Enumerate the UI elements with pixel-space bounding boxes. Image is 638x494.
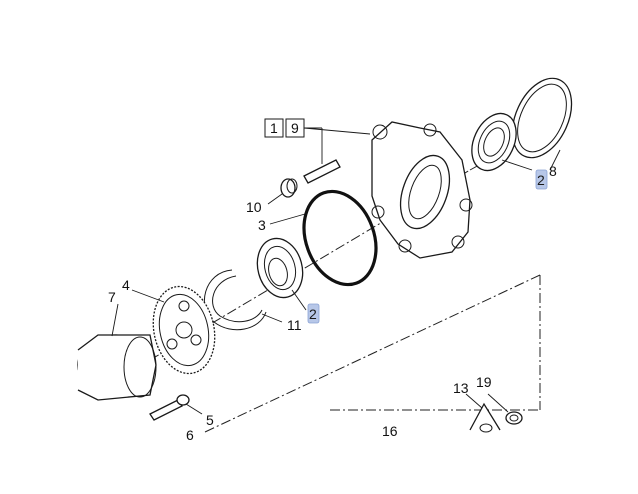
callout-2-lower: 2 [309, 306, 317, 322]
callout-4: 4 [122, 277, 130, 293]
callout-1: 1 [270, 120, 278, 136]
callout-2-upper: 2 [537, 172, 545, 188]
bearing-part-2-upper [471, 112, 517, 172]
callout-box-1 [264, 118, 284, 138]
callout-19: 19 [476, 374, 492, 390]
ring-gear-part-7 [77, 334, 157, 401]
callout-highlight-2-upper [535, 169, 548, 190]
lower-right-subassembly [469, 402, 523, 433]
callout-6: 6 [186, 427, 194, 443]
o-ring-part-3 [302, 189, 378, 287]
planet-carrier-gear-part-4 [152, 285, 216, 375]
callout-9: 9 [291, 120, 299, 136]
callout-13: 13 [453, 380, 469, 396]
callout-box-9 [285, 118, 305, 138]
pin-part-9 [303, 159, 341, 184]
callout-8: 8 [549, 163, 557, 179]
callout-3: 3 [258, 217, 266, 233]
callout-16: 16 [382, 423, 398, 439]
wheel-hub-housing-part-1 [371, 121, 473, 259]
callout-5: 5 [206, 412, 214, 428]
callout-10: 10 [246, 199, 262, 215]
callout-highlight-2-lower [307, 303, 320, 324]
callout-7: 7 [108, 289, 116, 305]
callout-11: 11 [287, 317, 302, 333]
leader-lines [111, 127, 561, 415]
snap-ring-part-11 [203, 269, 267, 331]
bolt-part-5 [149, 394, 190, 421]
seal-ring-part-8 [511, 77, 573, 159]
sleeve-part-10 [280, 178, 298, 198]
bearing-part-2-lower [256, 237, 304, 299]
